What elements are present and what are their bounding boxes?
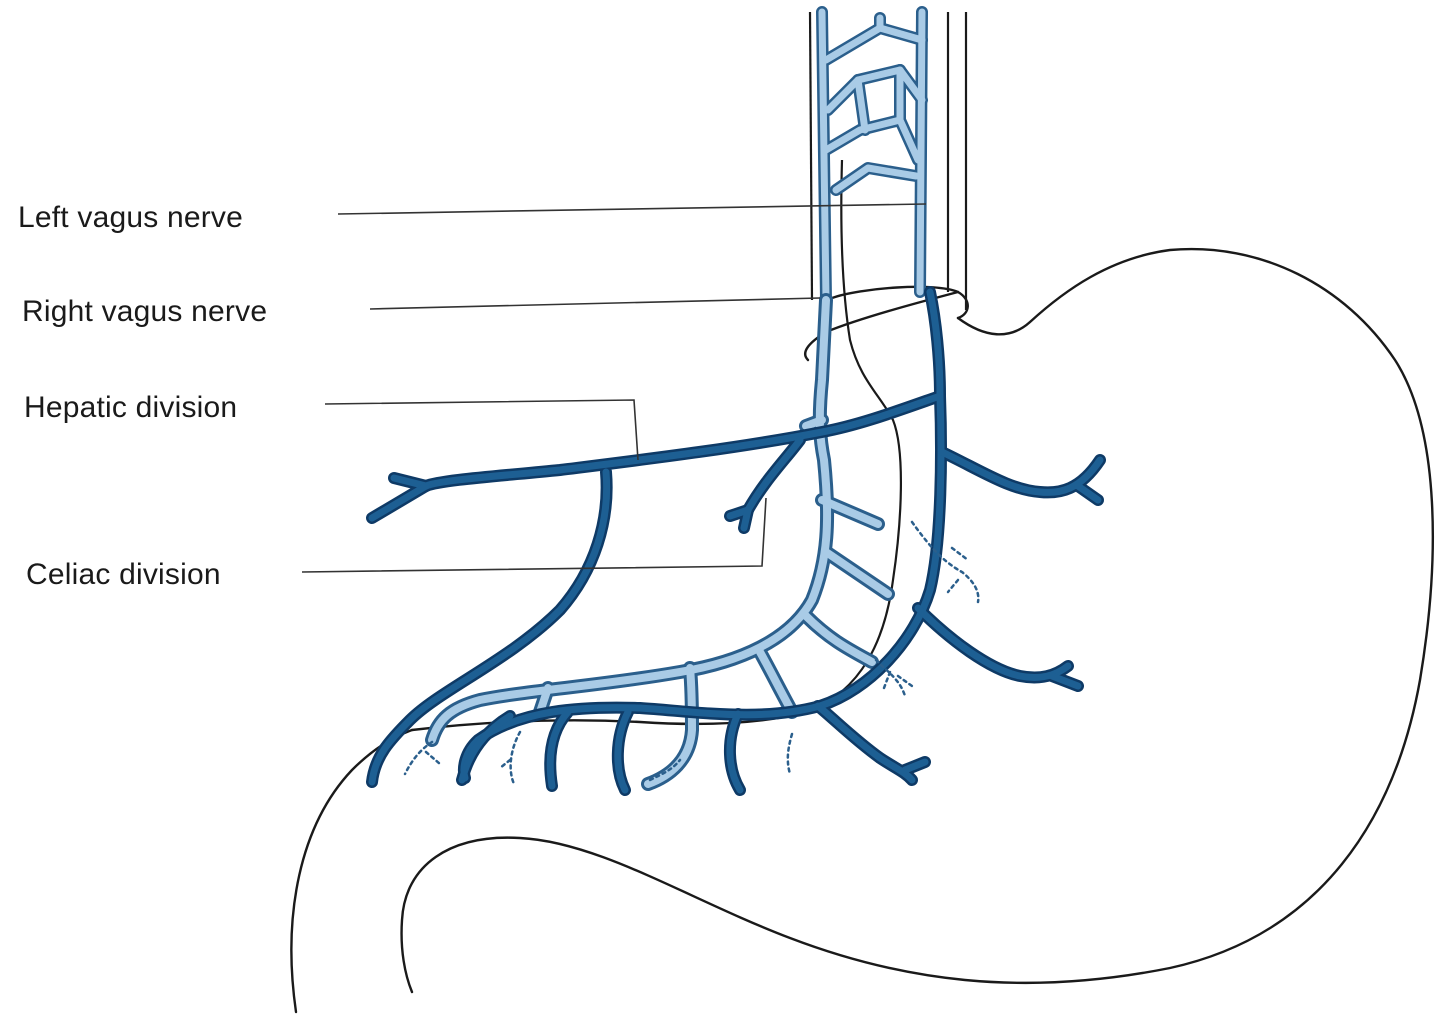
- label-celiac-division: Celiac division: [26, 558, 221, 591]
- label-hepatic-division: Hepatic division: [24, 391, 238, 424]
- leader-celiac: [301, 497, 767, 573]
- esophageal-plexus: [816, 6, 928, 306]
- posterior-vagal-trunk: [366, 286, 1106, 796]
- leader-right-vagus: [369, 297, 821, 310]
- leader-left-vagus: [337, 203, 927, 215]
- leader-lines: [301, 203, 927, 573]
- anterior-vagal-trunk: [425, 293, 895, 791]
- label-right-vagus-nerve: Right vagus nerve: [22, 295, 268, 328]
- leader-hepatic: [324, 399, 639, 461]
- terminal-twigs: [403, 520, 980, 786]
- label-left-vagus-nerve: Left vagus nerve: [18, 201, 244, 234]
- esophagus: [807, 11, 968, 714]
- stomach-outline: [290, 247, 1434, 1014]
